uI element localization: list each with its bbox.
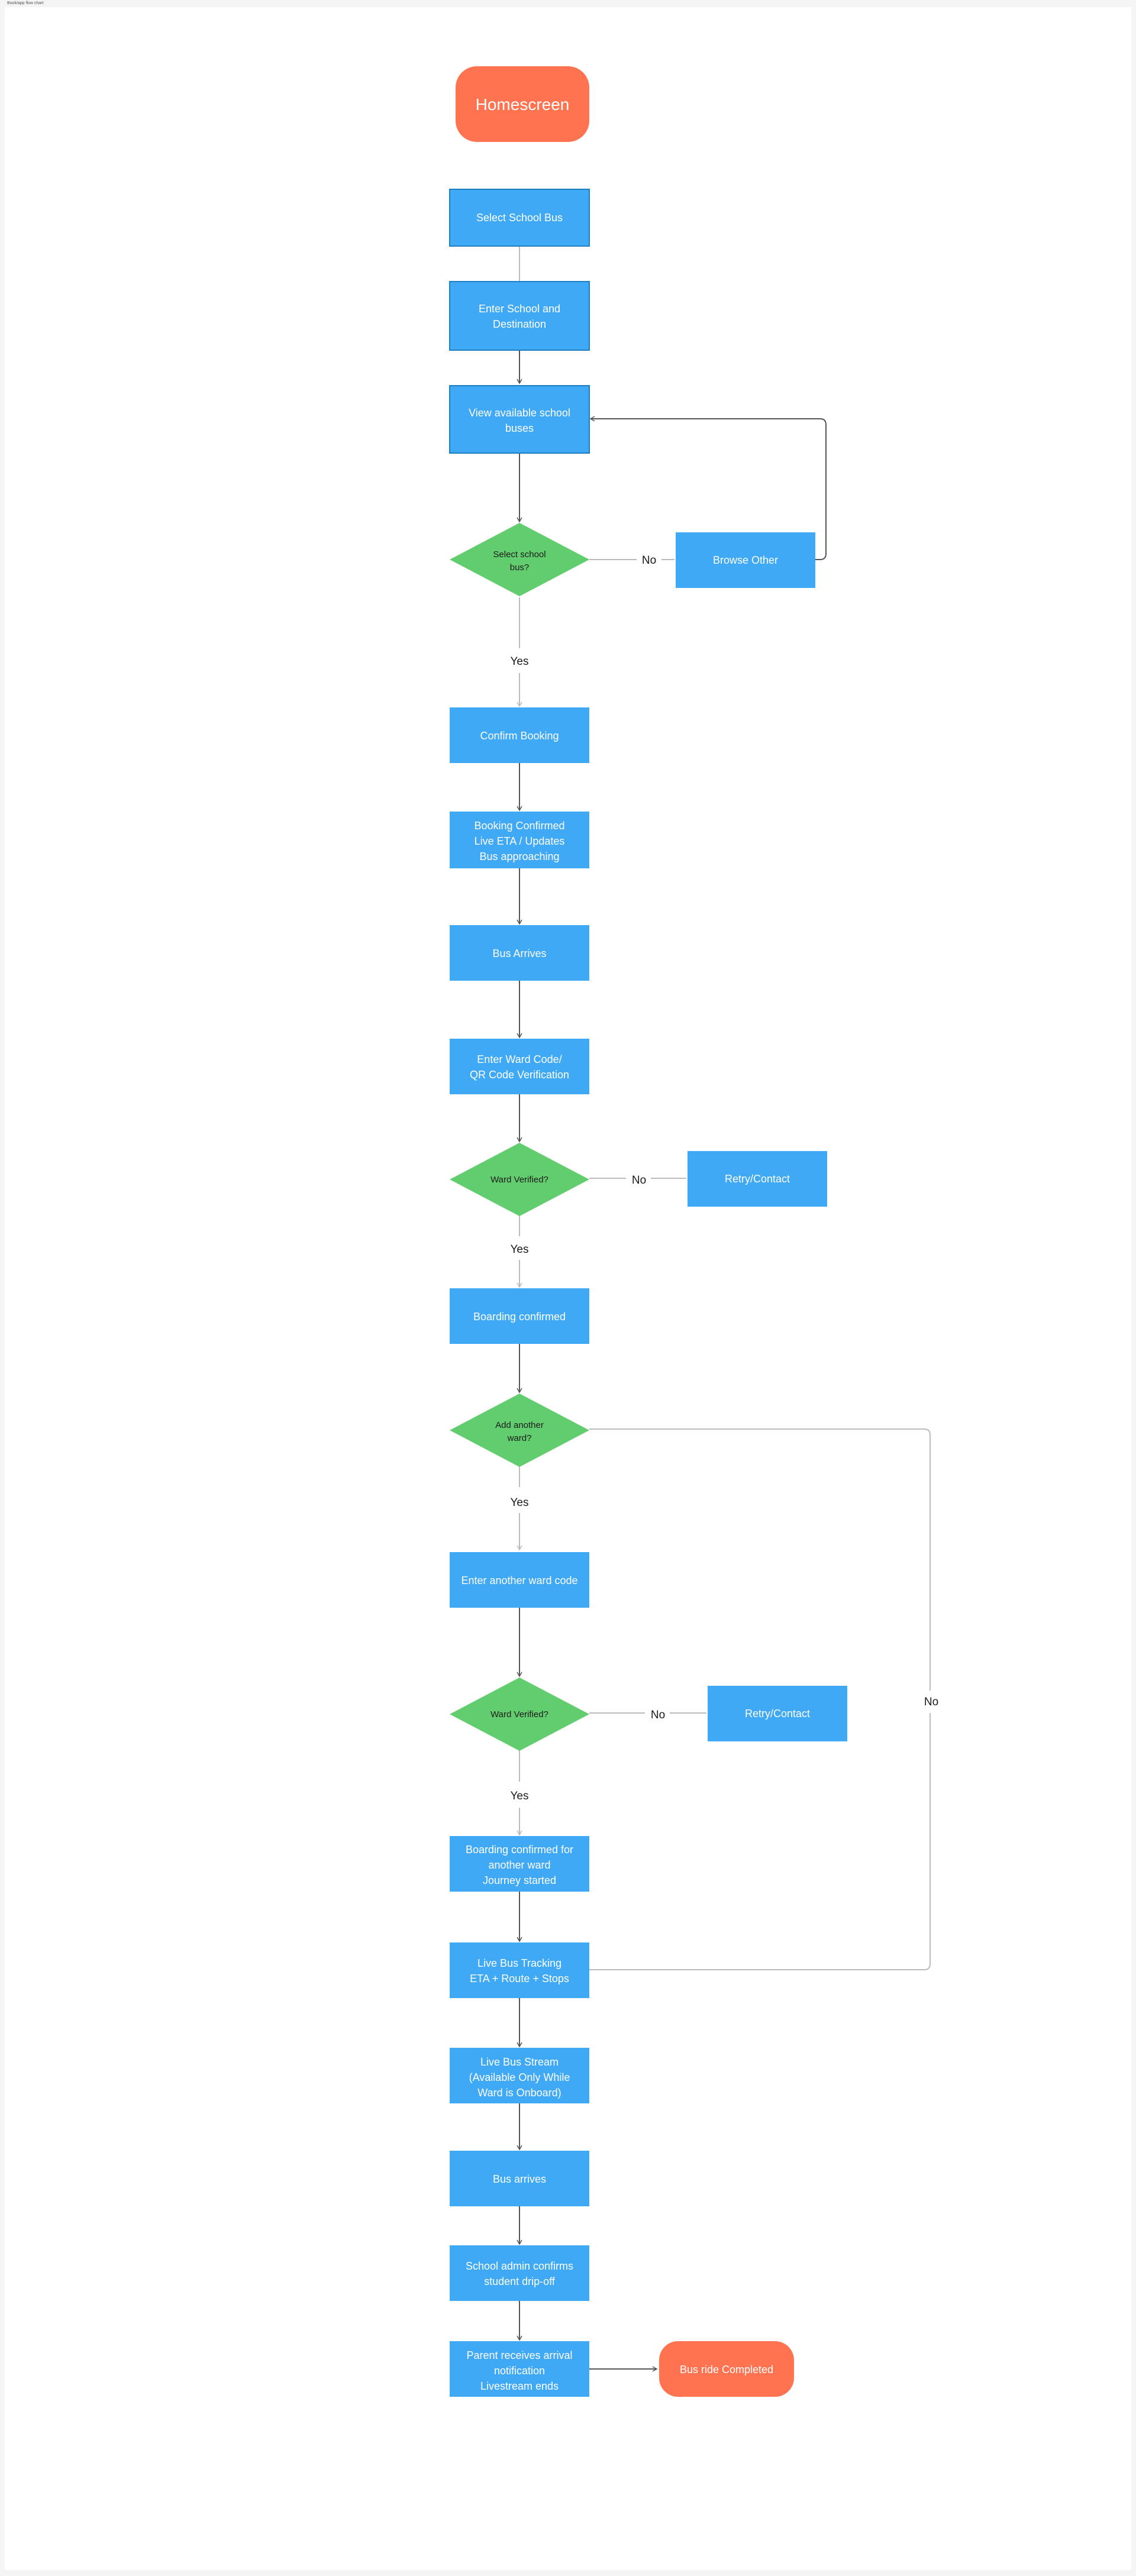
frame-label: Book/app flow chart: [7, 1, 44, 5]
node-live-tracking: Live Bus Tracking ETA + Route + Stops: [450, 1942, 589, 1998]
live-stream-line-3: Ward is Onboard): [477, 2087, 561, 2099]
enter-another-label: Enter another ward code: [461, 1575, 577, 1586]
live-tracking-line-2: ETA + Route + Stops: [470, 1973, 569, 1984]
node-ward-verified-2: Ward Verified?: [450, 1678, 589, 1751]
node-enter-ward-code: Enter Ward Code/ QR Code Verification: [450, 1039, 589, 1094]
node-boarding-another: Boarding confirmed for another ward Jour…: [450, 1836, 589, 1892]
node-enter-another: Enter another ward code: [450, 1552, 589, 1608]
admin-confirms-line-2: student drip-off: [484, 2276, 556, 2287]
edge-label-yes-1: Yes: [511, 655, 529, 668]
confirm-booking-label: Confirm Booking: [480, 730, 559, 742]
edge-browse-back-to-view: [589, 416, 827, 560]
node-parent-notified: Parent receives arrival notification Liv…: [450, 2341, 589, 2397]
booking-confirmed-line-2: Live ETA / Updates: [475, 835, 565, 847]
enter-ward-code-line-1: Enter Ward Code/: [477, 1053, 561, 1065]
node-boarding-confirmed: Boarding confirmed: [450, 1288, 589, 1344]
node-confirm-booking: Confirm Booking: [450, 707, 589, 763]
node-admin-confirms: School admin confirms student drip-off: [450, 2245, 589, 2301]
add-another-line-1: Add another: [495, 1420, 544, 1430]
enter-ward-code-line-2: QR Code Verification: [470, 1069, 569, 1081]
bus-arrives-2-label: Bus arrives: [493, 2173, 546, 2185]
enter-school-line-1: Enter School and: [479, 303, 560, 315]
booking-confirmed-line-3: Bus approaching: [479, 851, 559, 862]
edge-label-no-2: No: [632, 1174, 646, 1187]
retry-contact-1-label: Retry/Contact: [725, 1173, 790, 1185]
live-stream-line-2: (Available Only While: [469, 2071, 570, 2083]
live-tracking-line-1: Live Bus Tracking: [477, 1957, 561, 1969]
bus-arrives-1-label: Bus Arrives: [492, 948, 546, 959]
select-decision-line-2: bus?: [510, 563, 530, 573]
node-live-stream: Live Bus Stream (Available Only While Wa…: [450, 2048, 589, 2103]
ward-verified-2-label: Ward Verified?: [490, 1709, 548, 1720]
enter-school-line-2: Destination: [493, 318, 546, 330]
live-stream-line-1: Live Bus Stream: [480, 2056, 559, 2068]
node-add-another: Add another ward?: [450, 1394, 589, 1467]
admin-confirms-line-1: School admin confirms: [466, 2260, 573, 2272]
view-buses-line-1: View available school: [469, 407, 570, 419]
node-retry-contact-1: Retry/Contact: [688, 1151, 827, 1207]
retry-contact-2-label: Retry/Contact: [745, 1708, 810, 1720]
boarding-confirmed-label: Boarding confirmed: [473, 1311, 566, 1323]
node-retry-contact-2: Retry/Contact: [708, 1686, 847, 1741]
edge-label-yes-4: Yes: [511, 1790, 529, 1802]
parent-notified-line-3: Livestream ends: [480, 2380, 559, 2392]
node-ward-verified-1: Ward Verified?: [450, 1143, 589, 1216]
node-booking-confirmed: Booking Confirmed Live ETA / Updates Bus…: [450, 812, 589, 868]
boarding-another-line-2: another ward: [488, 1859, 550, 1871]
boarding-another-line-3: Journey started: [483, 1874, 556, 1886]
select-decision-line-1: Select school: [493, 550, 546, 560]
node-bus-arrives-2: Bus arrives: [450, 2151, 589, 2206]
node-select-school-bus: Select School Bus: [449, 189, 590, 247]
edge-no-loop-to-tracking: [589, 1713, 931, 1970]
connectors: [517, 246, 931, 2372]
node-select-decision: Select school bus?: [450, 523, 589, 596]
edge-label-yes-3: Yes: [511, 1497, 529, 1509]
node-view-buses: View available school buses: [449, 385, 590, 454]
boarding-another-line-1: Boarding confirmed for: [466, 1844, 573, 1856]
browse-other-label: Browse Other: [713, 554, 778, 566]
node-browse-other: Browse Other: [676, 532, 815, 588]
booking-confirmed-line-1: Booking Confirmed: [474, 820, 564, 832]
homescreen-label: Homescreen: [476, 95, 570, 114]
ward-verified-1-label: Ward Verified?: [490, 1175, 548, 1185]
edge-add-no-loop: [589, 1428, 931, 1691]
ride-completed-label: Bus ride Completed: [680, 2364, 773, 2375]
node-enter-school: Enter School and Destination: [449, 281, 590, 351]
parent-notified-line-2: notification: [494, 2365, 545, 2377]
node-ride-completed: Bus ride Completed: [659, 2341, 794, 2397]
node-homescreen: Homescreen: [456, 66, 589, 142]
view-buses-line-2: buses: [505, 422, 534, 434]
edge-label-yes-2: Yes: [511, 1243, 529, 1256]
node-bus-arrives-1: Bus Arrives: [450, 925, 589, 981]
add-another-line-2: ward?: [507, 1433, 532, 1443]
parent-notified-line-1: Parent receives arrival: [466, 2349, 572, 2361]
select-school-bus-line-1: Select School Bus: [476, 212, 563, 224]
edge-label-no-3: No: [651, 1709, 665, 1721]
edge-label-no-4: No: [924, 1696, 938, 1708]
edge-label-no-1: No: [642, 554, 656, 567]
